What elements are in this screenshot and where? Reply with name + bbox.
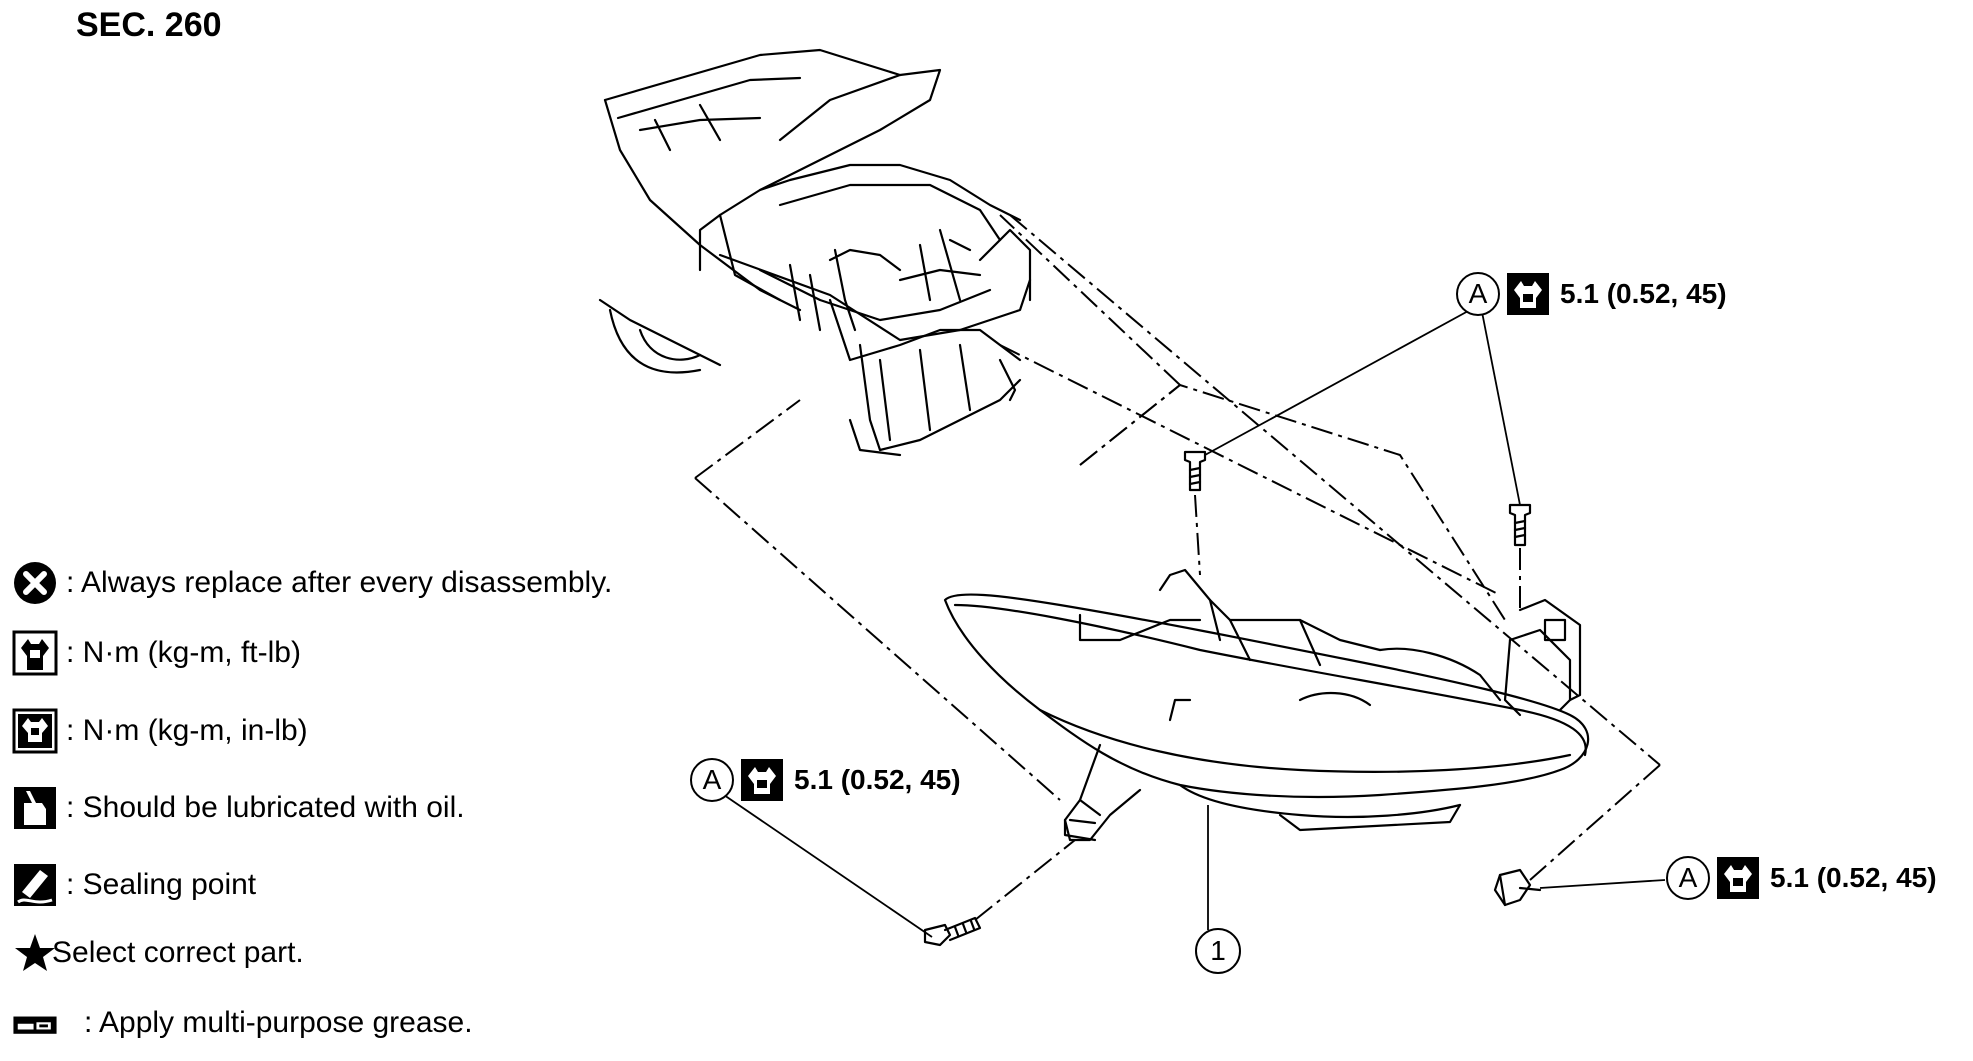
legend-item: Select correct part. bbox=[12, 930, 304, 976]
fastener-label-a: A bbox=[690, 758, 734, 802]
part-number-label: 1 bbox=[1195, 928, 1241, 974]
torque-in-lb-icon bbox=[740, 758, 784, 802]
replace-icon bbox=[12, 560, 58, 606]
star-icon bbox=[12, 930, 55, 976]
torque-value: 5.1 (0.52, 45) bbox=[1560, 278, 1727, 309]
fastener-label-a: A bbox=[1456, 272, 1500, 316]
torque-in-lb-icon bbox=[1716, 856, 1760, 900]
torque-callout-right: A 5.1 (0.52, 45) bbox=[1666, 856, 1937, 900]
bolt-top-left bbox=[1183, 450, 1207, 492]
fastener-label-a: A bbox=[1666, 856, 1710, 900]
torque-callout-top: A 5.1 (0.52, 45) bbox=[1456, 272, 1727, 316]
legend-item: : Apply multi-purpose grease. bbox=[12, 1000, 473, 1046]
bolt-bottom-right bbox=[1493, 868, 1542, 907]
leader-top-a-1 bbox=[1204, 309, 1471, 456]
grease-gun-icon bbox=[12, 1000, 76, 1046]
legend-item: : Sealing point bbox=[12, 862, 256, 908]
section-number: SEC. 260 bbox=[76, 6, 222, 44]
bolt-bottom-left bbox=[923, 916, 982, 947]
torque-value: 5.1 (0.52, 45) bbox=[794, 764, 961, 795]
sealant-icon bbox=[12, 862, 58, 908]
leader-top-a-2 bbox=[1481, 311, 1521, 506]
oil-can-icon bbox=[12, 785, 58, 831]
torque-in-lb-icon bbox=[1506, 272, 1550, 316]
leader-left-a bbox=[723, 794, 933, 938]
legend-item: : N·m (kg-m, ft-lb) bbox=[12, 630, 301, 676]
legend-item: : Should be lubricated with oil. bbox=[12, 785, 465, 831]
torque-callout-left: A 5.1 (0.52, 45) bbox=[690, 758, 961, 802]
bolt-top-right bbox=[1508, 503, 1532, 547]
torque-value: 5.1 (0.52, 45) bbox=[1770, 862, 1937, 893]
legend-item: : Always replace after every disassembly… bbox=[12, 560, 612, 606]
legend-item: : N·m (kg-m, in-lb) bbox=[12, 708, 308, 754]
headlamp-assembly bbox=[943, 568, 1590, 842]
vehicle-body bbox=[598, 48, 1032, 457]
torque-ft-lb-icon bbox=[12, 630, 58, 676]
leader-right-a bbox=[1539, 879, 1666, 889]
torque-in-lb-icon bbox=[12, 708, 58, 754]
